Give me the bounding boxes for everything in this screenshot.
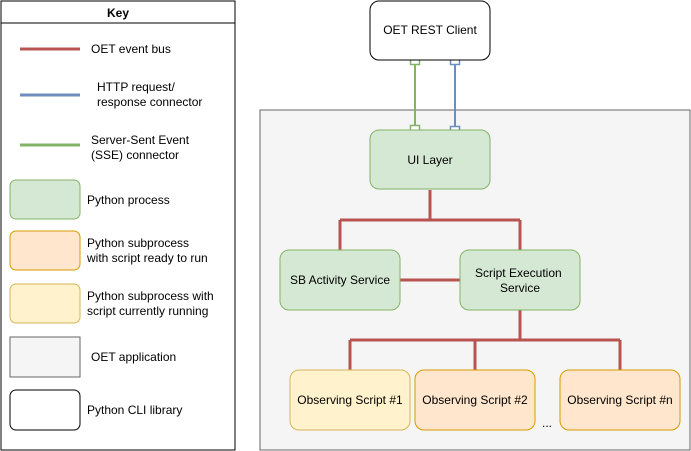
event-bus-lines (338, 190, 622, 370)
key-border (0, 0, 236, 451)
sb-activity-service-node (279, 249, 401, 311)
python-cli-library-swatch (9, 389, 81, 431)
oet-rest-client-label: OET REST Client (383, 23, 477, 37)
sb-activity-service-label: SB Activity Service (290, 273, 390, 287)
key-label-http: HTTP request/ response connector (97, 80, 202, 109)
oet-rest-client-node (369, 0, 491, 61)
ui-layer-node (369, 129, 491, 190)
script-execution-service-node (459, 249, 581, 311)
script-execution-service-label: Script Execution Service (475, 266, 565, 295)
key-panel: Key OET event bus HTTP request/ response… (0, 0, 236, 451)
observing-script-2-node (414, 369, 536, 431)
key-label-oet-application: OET application (91, 350, 176, 364)
ui-layer-label: UI Layer (407, 153, 452, 167)
python-process-swatch (9, 179, 81, 220)
observing-script-1-node (289, 369, 411, 431)
observing-script-1-label: Observing Script #1 (297, 393, 403, 407)
oet-application-swatch (9, 336, 81, 378)
key-title: Key (107, 6, 129, 20)
observing-script-n-node (559, 369, 681, 431)
event-bus-ui-to-services (338, 190, 522, 250)
key-label-sse: Server-Sent Event (SSE) connector (91, 133, 192, 162)
subprocess-ready-swatch (9, 230, 81, 271)
subprocess-running-swatch (9, 283, 81, 324)
event-bus-execution-to-scripts (348, 310, 622, 370)
observing-script-2-label: Observing Script #2 (422, 393, 528, 407)
key-label-event-bus: OET event bus (91, 42, 171, 56)
key-label-python-process: Python process (87, 193, 170, 207)
key-label-subprocess-running: Python subprocess with script currently … (87, 289, 217, 318)
key-label-python-cli-library: Python CLI library (87, 403, 182, 417)
more-scripts-ellipsis: ... (542, 416, 552, 430)
key-label-subprocess-ready: Python subprocess with script ready to r… (86, 236, 208, 265)
observing-script-n-label: Observing Script #n (567, 393, 672, 407)
